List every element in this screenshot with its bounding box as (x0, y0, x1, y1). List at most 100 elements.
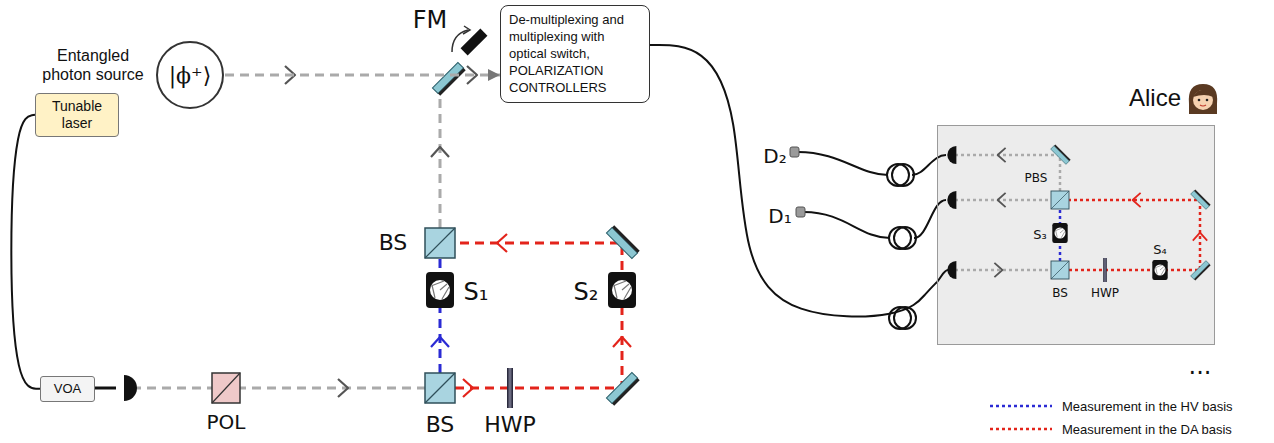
legend-text: Measurement in the DA basis (1062, 422, 1232, 437)
source-heading: Entangled photon source (37, 46, 149, 84)
fiber-coil (887, 164, 916, 329)
optical-layout (1191, 189, 1211, 209)
beam-chevron (994, 263, 1002, 277)
legend-row: Measurement in the DA basis (988, 420, 1232, 438)
attenuator-box: VOA (40, 376, 95, 402)
optical-layout (608, 272, 636, 308)
component-label: BS (1052, 287, 1068, 299)
fiber-coil (889, 227, 911, 249)
beam-chevron (285, 66, 477, 397)
component-label: BS (379, 232, 408, 254)
laser-box: Tunable laser (35, 93, 119, 137)
legend-sample (988, 424, 1056, 434)
alice-beams (955, 155, 1200, 270)
fiber (912, 155, 946, 175)
party-heading: Alice (1129, 84, 1181, 112)
beam-chevron (998, 193, 1006, 207)
component-label: BS (426, 414, 455, 436)
fiber-coil (887, 164, 909, 186)
person-icon (1200, 105, 1206, 106)
shutter-label: S₄ (1153, 243, 1166, 256)
beam-da (455, 243, 622, 388)
optical-layout (1052, 223, 1067, 243)
beam-chevron (431, 147, 449, 157)
person-icon (1189, 84, 1217, 114)
ellipsis: ... (1189, 354, 1212, 378)
ket-symbol: |ϕ⁺⟩ (169, 63, 212, 88)
flip-arrow (463, 26, 470, 34)
optical-layout (606, 372, 639, 405)
fiber (95, 387, 116, 390)
optical-layout (507, 368, 513, 408)
shutter-label: S₃ (1033, 228, 1046, 241)
component-label: HWP (484, 414, 536, 436)
alice-panel (937, 125, 1215, 345)
optical-layout (124, 375, 137, 401)
beam-chevron (1133, 193, 1141, 207)
detector-label: D₂ (763, 146, 786, 166)
beam-chevron (1193, 233, 1207, 241)
person-icon (1206, 99, 1209, 102)
beam-grey (132, 387, 425, 390)
legend-sample (990, 428, 1052, 431)
beam-chevron (994, 148, 1207, 277)
detector-label: D₁ (768, 206, 791, 226)
source-circle: Entangled photon source|ϕ⁺⟩ (155, 40, 225, 110)
box-text: Tunable laser (42, 98, 112, 132)
fiber (937, 270, 948, 282)
person-icon (1193, 90, 1213, 97)
fiber-connector (796, 207, 805, 217)
fiber-link (11, 115, 40, 389)
fiber (804, 212, 890, 238)
optical-layout (1103, 258, 1107, 282)
beam-chevron (463, 234, 631, 397)
beam-chevron (613, 337, 631, 347)
fiber (798, 152, 948, 282)
beam-chevron (497, 234, 507, 252)
shutter-label: S₁ (464, 280, 489, 304)
optical-layout (947, 191, 956, 209)
optical-layout (425, 373, 455, 403)
beam-grey (439, 84, 442, 228)
fiber-link (650, 45, 937, 316)
beam-chevron (338, 379, 348, 397)
component-label: POL (207, 412, 246, 432)
optical-layout (1051, 261, 1069, 279)
optical-layout (1051, 191, 1069, 209)
fiber-connector (790, 147, 799, 157)
beam-chevron (998, 148, 1006, 162)
optical-layout (1152, 260, 1167, 280)
alice-beams (1069, 200, 1200, 270)
fiber (914, 200, 946, 238)
photon-beam (225, 74, 500, 77)
source-outline (157, 42, 223, 108)
optical-layout (432, 62, 465, 95)
person-icon (1193, 90, 1213, 110)
alice-beams (955, 155, 1060, 191)
fiber-connector (790, 147, 805, 217)
optical-layout (606, 225, 639, 258)
party-panel: Alice (937, 125, 1215, 345)
optical-layout (1191, 261, 1211, 281)
box-text: De-multiplexing and multiplexing with op… (509, 12, 641, 96)
legend-sample (988, 401, 1056, 411)
process-box: De-multiplexing and multiplexing with op… (500, 5, 650, 103)
optical-layout (947, 146, 956, 164)
component-label: PBS (1025, 172, 1048, 184)
alice-beams (955, 199, 1051, 202)
component-label: HWP (1091, 287, 1119, 299)
beam-chevron (463, 379, 473, 397)
beam-grey (132, 84, 440, 388)
box-text: VOA (43, 381, 92, 397)
optical-layout (947, 261, 956, 279)
optical-layout (425, 228, 455, 258)
fiber (798, 152, 888, 175)
shutter-label: S₂ (574, 280, 599, 304)
optical-layout (212, 373, 240, 403)
beam-chevron (431, 337, 449, 347)
fiber-coil (892, 164, 914, 186)
person-icon (1189, 84, 1217, 114)
optical-layout (426, 272, 454, 308)
person-icon (1198, 99, 1201, 102)
